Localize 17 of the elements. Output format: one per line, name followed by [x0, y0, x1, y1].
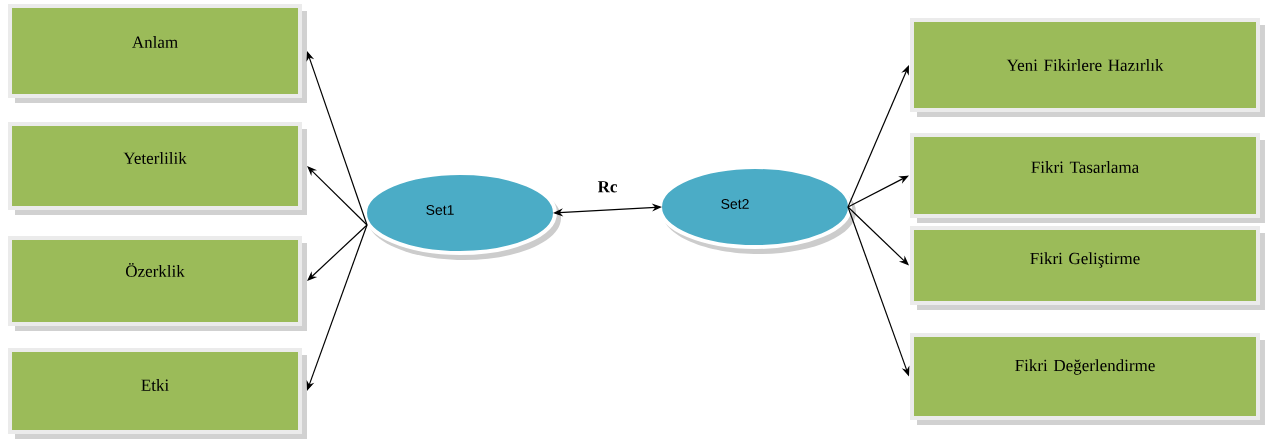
- process-box: Fikri Değerlendirme: [910, 333, 1265, 425]
- process-box: Fikri Geliştirme: [910, 226, 1265, 310]
- edge-label: Rc: [597, 181, 617, 193]
- arrow: [306, 224, 368, 391]
- arrow: [307, 166, 368, 226]
- arrow: [307, 224, 368, 281]
- arrow: [847, 175, 909, 208]
- process-box: Yeni Fikirlere Hazırlık: [910, 18, 1265, 117]
- process-box: Yeterlilik: [8, 122, 307, 215]
- arrow: [847, 65, 909, 208]
- process-box: Anlam: [8, 4, 307, 103]
- ellipse-node: Set2: [658, 165, 856, 254]
- process-box: Etki: [8, 348, 307, 439]
- process-box: Özerklik: [8, 236, 307, 331]
- process-box: Fikri Tasarlama: [910, 133, 1265, 223]
- ellipse-node: Set1: [363, 171, 561, 260]
- arrow: [306, 51, 368, 226]
